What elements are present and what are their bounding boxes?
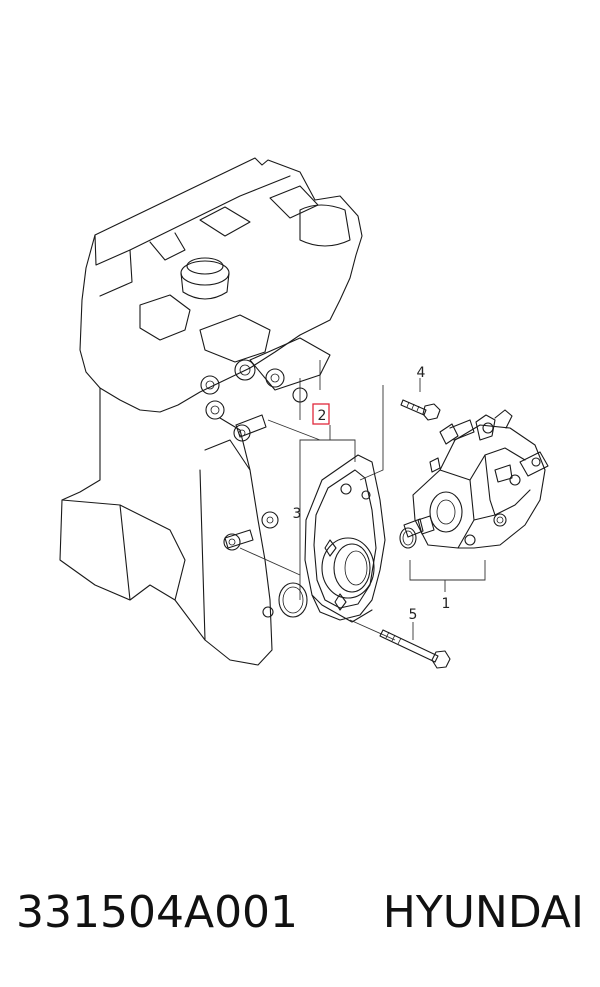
part-4-bolt	[400, 399, 441, 421]
callout-1: 1	[442, 596, 451, 612]
leader-lines	[239, 378, 486, 641]
callout-2: 2	[318, 408, 327, 424]
pump-o-ring	[399, 527, 417, 549]
part-3-o-ring	[278, 582, 308, 618]
engine-block	[59, 157, 363, 666]
callout-5: 5	[409, 607, 418, 623]
part-number: 331504A001	[16, 886, 299, 938]
callout-3: 3	[293, 506, 302, 522]
brand-name: HYUNDAI	[382, 886, 584, 938]
callout-4: 4	[417, 365, 426, 381]
caption-bar: 331504A001 HYUNDAI	[0, 872, 600, 952]
part-2-pump-bracket	[304, 454, 386, 623]
part-5-bolt	[379, 629, 451, 669]
exploded-parts-diagram: 2 3 4 1 5	[59, 157, 549, 669]
highlight-box	[312, 403, 330, 425]
part-1-fuel-pump	[403, 409, 549, 549]
